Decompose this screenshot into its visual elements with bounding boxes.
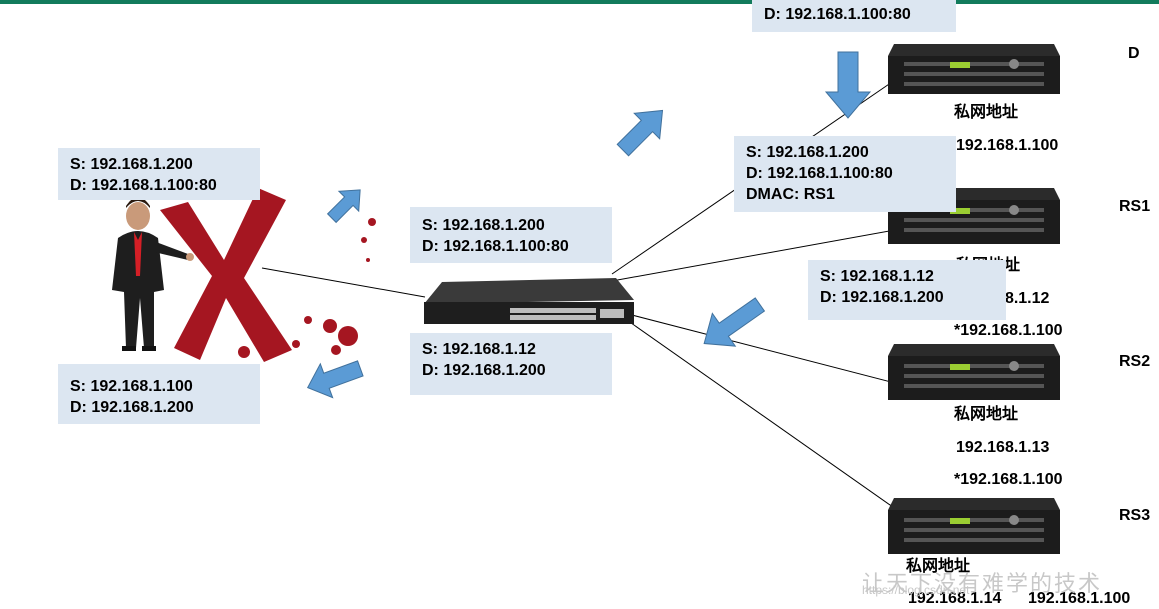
packet-dst: D: 192.168.1.100:80 — [764, 6, 911, 23]
link-switch-rs2 — [627, 313, 896, 384]
server-icon — [888, 44, 1060, 94]
packet-switch-out: S: 192.168.1.12 D: 192.168.1.200 — [410, 333, 612, 395]
link-switch-rs1 — [611, 229, 896, 282]
node-rs3-label: 私网地址 — [906, 558, 971, 575]
packet-dst: D: 192.168.1.200 — [70, 399, 194, 416]
node-rs2-label: 私网地址 — [954, 406, 1019, 423]
packet-dst: D: 192.168.1.200 — [820, 289, 944, 306]
watermark-text: 让天下没有难学的技术 — [862, 572, 1103, 597]
node-rs3-ip: 192.168.1.14 — [908, 590, 1002, 607]
node-rs2-ip: 192.168.1.13 — [956, 439, 1050, 456]
top-accent-bar — [0, 0, 1159, 4]
arrow-icon — [824, 51, 872, 119]
node-rs3-vip: 192.168.1.100 — [1028, 590, 1131, 607]
arrow-icon — [703, 297, 766, 347]
packet-top: D: 192.168.1.100:80 — [752, 0, 956, 32]
client-illustration — [112, 188, 376, 362]
arrow-icon — [306, 360, 364, 399]
packet-director-forward: S: 192.168.1.200 D: 192.168.1.100:80 DMA… — [734, 136, 956, 212]
packet-src: S: 192.168.1.12 — [820, 268, 934, 285]
packet-src: S: 192.168.1.100 — [70, 378, 193, 395]
packet-switch-in: S: 192.168.1.200 D: 192.168.1.100:80 — [410, 207, 612, 263]
person-icon — [112, 197, 194, 351]
arrow-icon — [616, 109, 664, 157]
packet-client-reply: S: 192.168.1.100 D: 192.168.1.200 — [58, 364, 260, 424]
link-client-switch — [261, 267, 426, 298]
packet-src: S: 192.168.1.200 — [746, 144, 869, 161]
node-d-label: 私网地址 — [954, 104, 1019, 121]
node-rs3-name: RS3 — [1119, 507, 1151, 524]
arrow-icon — [326, 189, 361, 224]
node-rs2-name: RS2 — [1119, 353, 1151, 370]
packet-dst: D: 192.168.1.100:80 — [746, 165, 893, 182]
node-rs1-vip: *192.168.1.100 — [954, 322, 1063, 339]
switch-icon — [424, 278, 634, 324]
server-icon — [888, 498, 1060, 554]
packet-dst: D: 192.168.1.100:80 — [70, 177, 217, 194]
node-rs2-vip: *192.168.1.100 — [954, 471, 1063, 488]
packet-client-request: S: 192.168.1.200 D: 192.168.1.100:80 — [58, 148, 260, 200]
node-d-name: D — [1128, 45, 1140, 62]
packet-src: S: 192.168.1.12 — [422, 341, 536, 358]
packet-src: S: 192.168.1.200 — [70, 156, 193, 173]
watermark-url: https://blog.csdn.net — [862, 583, 970, 597]
node-d-ip: 192.168.1.100 — [956, 137, 1059, 154]
packet-dmac: DMAC: RS1 — [746, 186, 835, 203]
packet-dst: D: 192.168.1.100:80 — [422, 238, 569, 255]
packet-dst: D: 192.168.1.200 — [422, 362, 546, 379]
packet-src: S: 192.168.1.200 — [422, 217, 545, 234]
server-icon — [888, 344, 1060, 400]
packet-rs1-reply: S: 192.168.1.12 D: 192.168.1.200 — [808, 260, 1006, 320]
red-cross-icon — [160, 188, 376, 362]
link-switch-rs3 — [623, 317, 901, 513]
node-rs1-name: RS1 — [1119, 198, 1151, 215]
